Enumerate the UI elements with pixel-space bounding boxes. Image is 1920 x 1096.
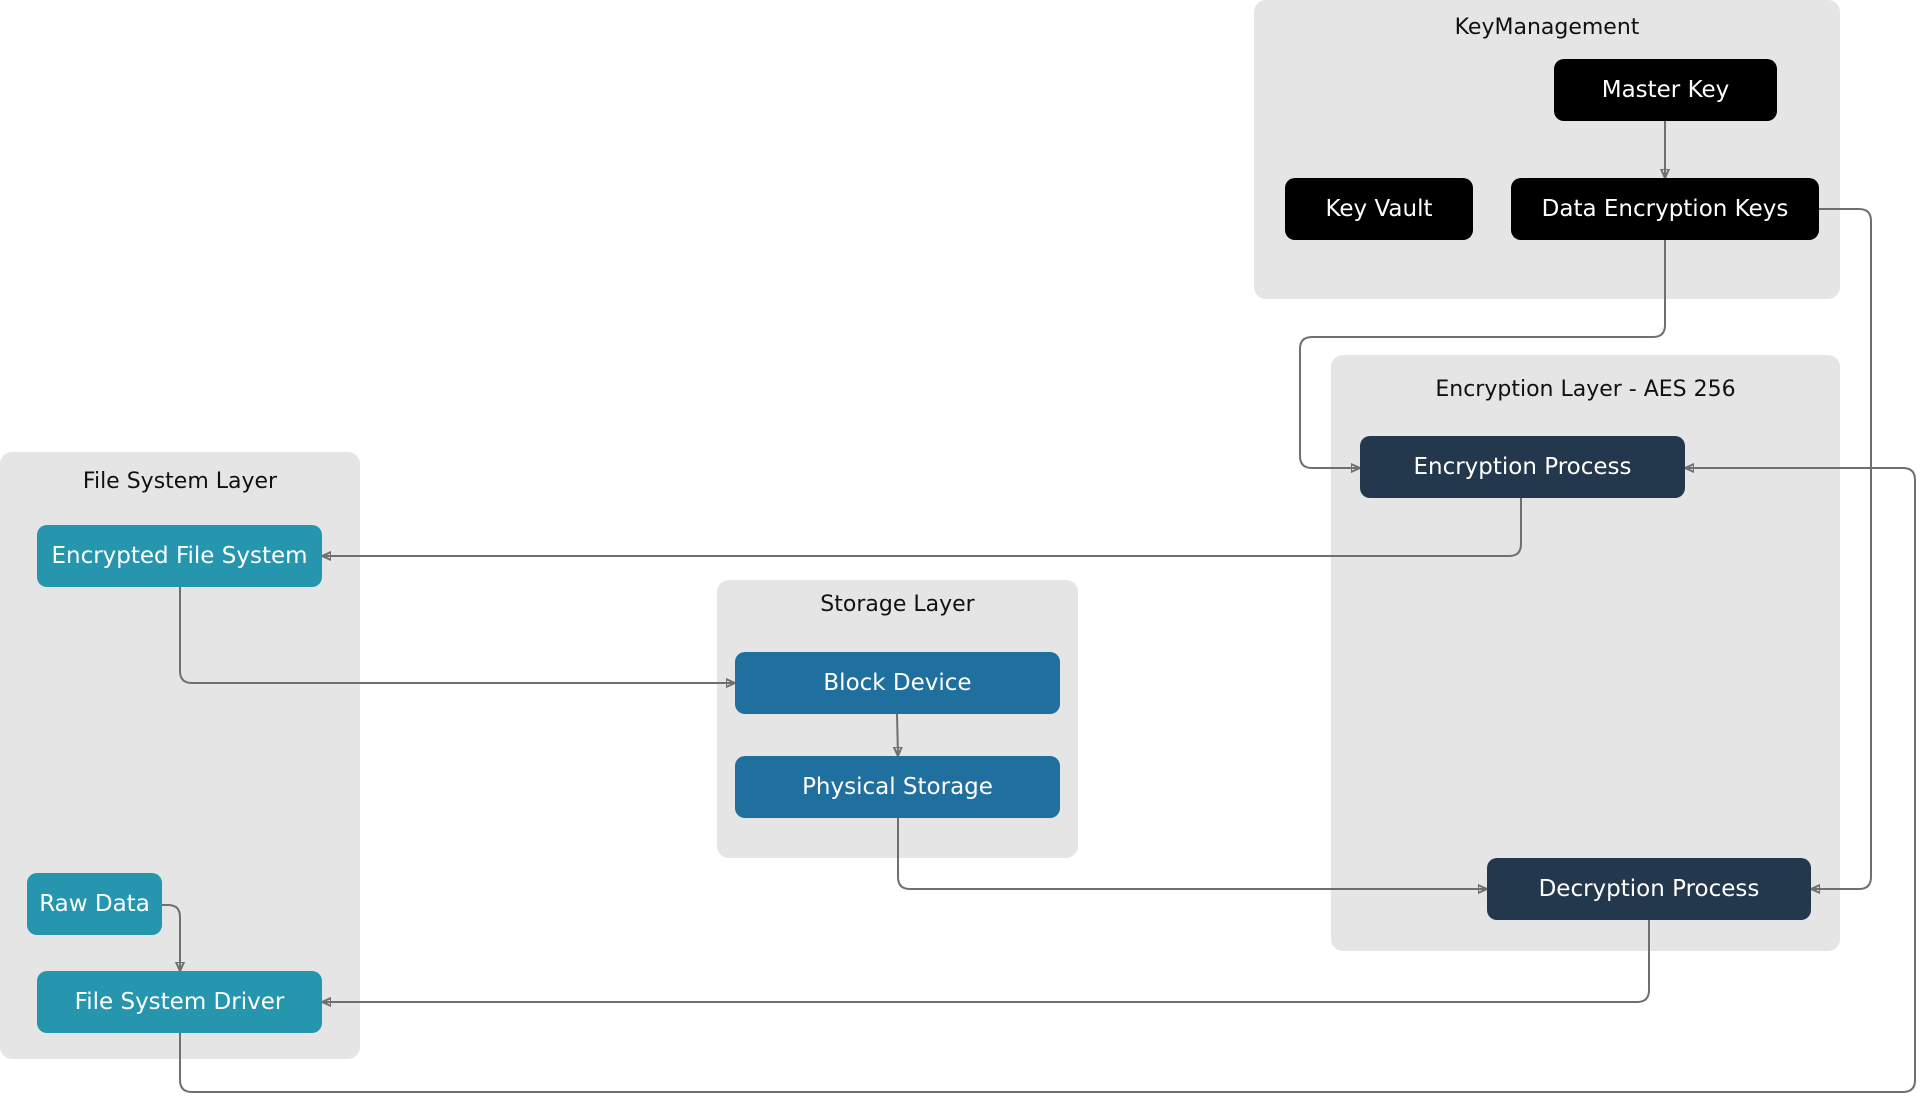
group-title-key-management: KeyManagement — [1454, 15, 1640, 40]
key-vault-node[interactable]: Key Vault — [1285, 178, 1473, 240]
group-title-storage-layer: Storage Layer — [820, 592, 975, 617]
encryption-process-node[interactable]: Encryption Process — [1360, 436, 1685, 498]
master-key-node[interactable]: Master Key — [1554, 59, 1777, 121]
group-title-file-system-layer: File System Layer — [82, 469, 278, 494]
file-system-driver-node[interactable]: File System Driver — [37, 971, 322, 1033]
raw-data-node[interactable]: Raw Data — [27, 873, 162, 935]
decryption-process-node[interactable]: Decryption Process — [1487, 858, 1811, 920]
group-title-encryption-layer: Encryption Layer - AES 256 — [1435, 377, 1736, 402]
physical-storage-node[interactable]: Physical Storage — [735, 756, 1060, 818]
block-device-node[interactable]: Block Device — [735, 652, 1060, 714]
data-encryption-keys-node[interactable]: Data Encryption Keys — [1511, 178, 1819, 240]
encrypted-file-system-node[interactable]: Encrypted File System — [37, 525, 322, 587]
group-key-management: KeyManagement — [1254, 0, 1840, 299]
